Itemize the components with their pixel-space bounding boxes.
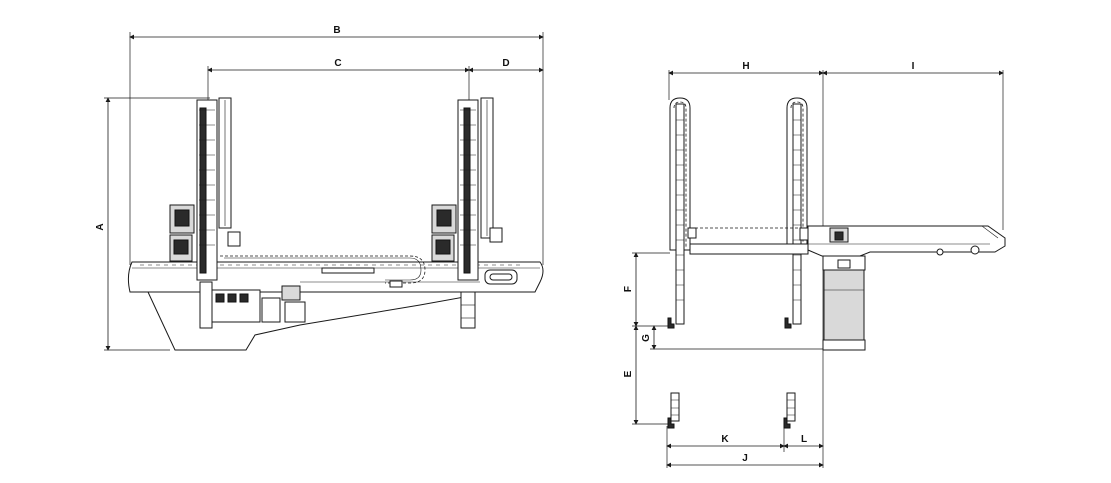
dimension-label-c: C — [334, 58, 341, 69]
dimension-c: C — [207, 58, 470, 100]
dimension-label-e: E — [623, 370, 634, 377]
control-cabinet — [199, 280, 403, 329]
left-vertical-arm — [169, 97, 241, 281]
dimension-label-l: L — [801, 434, 807, 445]
dimension-label-k: K — [721, 434, 729, 445]
side-right-arm — [784, 97, 809, 329]
dimension-e: E — [623, 325, 668, 425]
dimension-j: J — [666, 453, 824, 468]
lowered-grippers — [667, 392, 796, 429]
side-view: H I F G E K — [623, 61, 1006, 468]
dimension-i: I — [822, 61, 1004, 230]
dimension-label-i: I — [912, 61, 915, 72]
side-left-arm — [667, 97, 697, 329]
dimension-g: G — [641, 325, 823, 350]
dimension-label-j: J — [742, 453, 748, 464]
dimension-d: D — [468, 58, 544, 73]
dimension-label-b: B — [333, 25, 340, 36]
dimension-label-f: F — [623, 286, 634, 292]
side-horizontal-beam — [689, 225, 1006, 257]
side-support-column — [822, 255, 866, 351]
dimension-label-d: D — [502, 58, 509, 69]
dimension-label-h: H — [742, 61, 749, 72]
right-vertical-arm — [431, 97, 503, 329]
dimension-f: F — [623, 252, 670, 327]
dimension-label-a: A — [95, 223, 106, 230]
dimension-k: K — [666, 426, 785, 468]
front-view: B C D A — [95, 25, 544, 351]
dimension-a: A — [95, 97, 210, 351]
dimension-l: L — [783, 434, 824, 449]
main-beam — [127, 255, 544, 351]
dimension-label-g: G — [641, 334, 652, 342]
